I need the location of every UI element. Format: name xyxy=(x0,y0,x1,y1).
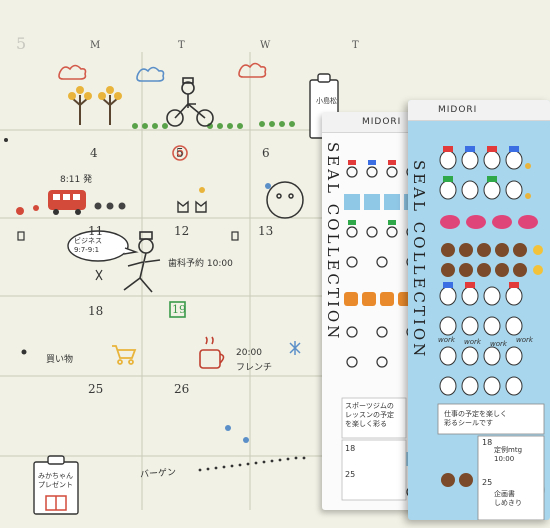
date-number: 12 xyxy=(174,224,190,238)
sheet-date: 18 xyxy=(345,444,356,453)
weekday-label: M xyxy=(90,40,101,51)
sticker-sheet-work: MIDORI SEAL COLLECTION work work work wo… xyxy=(408,100,550,520)
work-word: work xyxy=(490,340,507,348)
bargain-note: バーゲン xyxy=(139,467,177,481)
train-time-note: 8:11 発 xyxy=(60,175,93,185)
faint-week-number: 5 xyxy=(16,34,27,53)
sheet-entry-text: 企画書 しめきり xyxy=(494,490,522,507)
date-number: 18 xyxy=(88,304,104,318)
gift-card-text: みかちゃん プレゼント xyxy=(38,472,73,489)
weekday-label: T xyxy=(352,40,359,51)
date-number: 19 xyxy=(172,303,186,316)
brand-logo: MIDORI xyxy=(362,117,402,127)
date-number: 13 xyxy=(258,224,274,238)
sheet-entry-text: 定例mtg 10:00 xyxy=(494,446,523,463)
weekday-label: T xyxy=(178,40,185,51)
sports-stickers xyxy=(341,160,424,501)
work-word: work xyxy=(516,336,533,344)
sheet-title: SEAL COLLECTION xyxy=(410,160,428,360)
date-number: 6 xyxy=(262,146,270,160)
work-stickers xyxy=(437,146,545,520)
dinner-label-note: フレンチ xyxy=(236,363,273,373)
sheet-card-text: 仕事の予定を楽しく 彩るシールです xyxy=(444,410,507,427)
sheet-date: 25 xyxy=(345,470,356,479)
sheet-card-text: スポーツジムの レッスンの予定 を楽しく彩る xyxy=(345,402,394,428)
weekday-label: W xyxy=(260,40,271,51)
shopping-note: 買い物 xyxy=(46,355,74,365)
sheet-entry-date: 25 xyxy=(482,478,493,487)
sheet-header xyxy=(408,100,550,121)
dinner-time-note: 20:00 xyxy=(236,348,262,358)
memo-card-text: 小島松 xyxy=(316,97,337,105)
date-number: 11 xyxy=(88,224,104,238)
date-number: 26 xyxy=(174,382,190,396)
date-number: 4 xyxy=(90,146,98,160)
brand-logo: MIDORI xyxy=(438,105,478,115)
appointment-note: 歯科予約 10:00 xyxy=(168,259,233,269)
work-word: work xyxy=(464,338,481,346)
date-number: 25 xyxy=(88,382,104,396)
sheet-entry-date: 18 xyxy=(482,438,493,447)
date-number: 5 xyxy=(176,146,184,160)
speech-bubble-text: ビジネス 9:7-9:1 xyxy=(74,237,102,254)
sheet-title: SEAL COLLECTION xyxy=(324,142,342,342)
work-word: work xyxy=(438,336,455,344)
